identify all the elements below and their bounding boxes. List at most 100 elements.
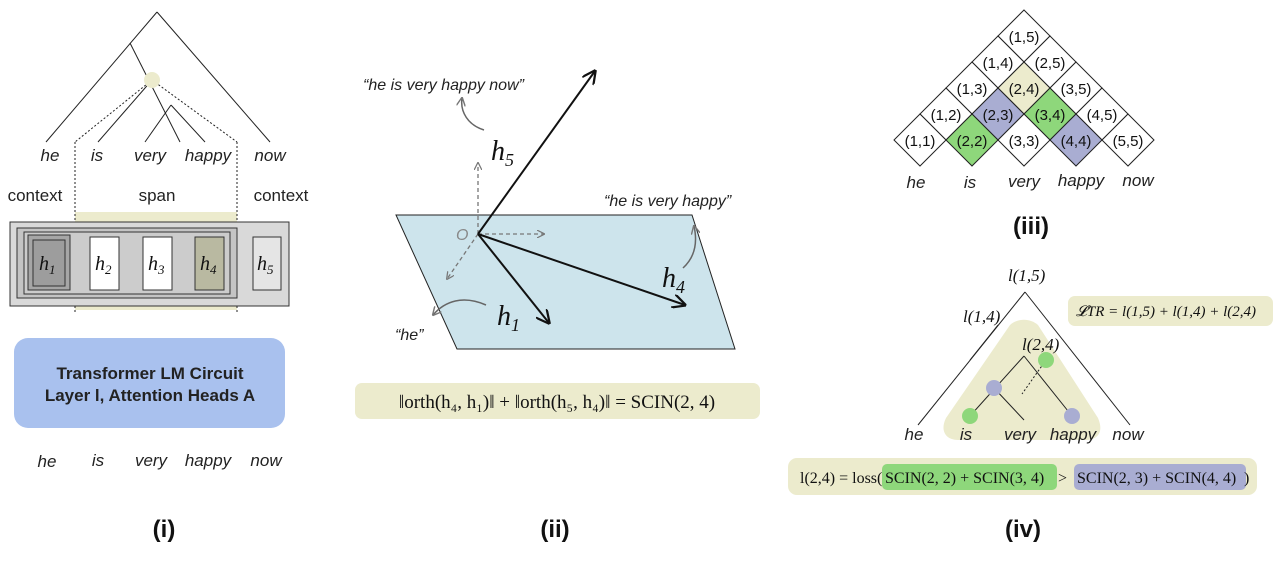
equation-purple: SCIN(2, 3) + SCIN(4, 4)	[1077, 470, 1236, 487]
equation-close: )	[1244, 470, 1249, 487]
word-now: now	[254, 146, 287, 165]
state-h1: h1	[39, 253, 56, 277]
quote-h1: “he”	[395, 327, 424, 344]
cell-label-4-5: (4,5)	[1087, 107, 1118, 124]
span-label: span	[139, 186, 176, 205]
panel-iii: (1,5) (1,4) (2,5) (1,3) (2,4) (3,5) (1,2…	[893, 9, 1155, 240]
chart-word-happy: happy	[1058, 171, 1106, 190]
panel-i: he is very happy now context span contex…	[8, 11, 309, 543]
bottom-word-now: now	[250, 451, 283, 470]
cell-label-4-4: (4,4)	[1061, 133, 1092, 150]
cell-label-2-2: (2,2)	[957, 133, 988, 150]
state-h2: h2	[95, 253, 112, 277]
node-4-4	[1064, 408, 1080, 424]
span-node	[144, 72, 160, 88]
tree-word-happy: happy	[1050, 425, 1098, 444]
tree-word-is: is	[960, 425, 973, 444]
chart-word-very: very	[1008, 172, 1042, 191]
node-3-4	[1038, 352, 1054, 368]
dashed-axes	[447, 163, 544, 279]
state-cell-h3	[142, 236, 173, 291]
cell-4-4	[1049, 113, 1103, 167]
formula-box	[355, 383, 760, 419]
state-cell-h2	[89, 236, 120, 291]
highlighted-subtree	[943, 319, 1101, 440]
quote-h4: “he is very happy”	[604, 193, 732, 210]
cell-2-2	[945, 113, 999, 167]
tree-word-he: he	[905, 425, 924, 444]
equation-green: SCIN(2, 2) + SCIN(3, 4)	[885, 470, 1044, 487]
label-l-1-5: l(1,5)	[1008, 266, 1046, 285]
label-l-2-4: l(2,4)	[1022, 335, 1060, 354]
tree-word-now: now	[1112, 425, 1145, 444]
projection-plane	[395, 214, 736, 350]
cell-label-2-4: (2,4)	[1009, 81, 1040, 98]
transformer-box	[14, 338, 285, 428]
cell-1-1	[893, 113, 947, 167]
cell-label-1-2: (1,2)	[931, 107, 962, 124]
bottom-word-very: very	[135, 451, 169, 470]
vector-h5-label: h5	[491, 136, 514, 170]
cell-label-3-4: (3,4)	[1035, 107, 1066, 124]
vector-h4	[477, 233, 685, 305]
equation-lhs: l(2,4) = loss(	[800, 470, 882, 487]
vector-h1-label: h1	[497, 301, 520, 335]
state-cell-h5	[252, 236, 282, 291]
cell-5-5	[1101, 113, 1155, 167]
tree-nodes	[962, 352, 1080, 424]
panel-ii-label: (ii)	[540, 516, 569, 543]
vector-h5	[477, 71, 595, 235]
chart-word-is: is	[964, 173, 977, 192]
bottom-word-he: he	[38, 452, 57, 471]
cell-label-3-5: (3,5)	[1061, 81, 1092, 98]
node-2-3	[986, 380, 1002, 396]
transformer-box-line1: Transformer LM Circuit	[56, 364, 243, 383]
word-happy: happy	[185, 146, 233, 165]
vector-h1	[477, 233, 549, 323]
cell-label-2-3: (2,3)	[983, 107, 1014, 124]
equation-green-highlight	[882, 464, 1057, 490]
word-very: very	[134, 146, 168, 165]
hidden-state-cells	[89, 236, 282, 291]
scin-formula: ‖orth(h₄, h₁)‖ + ‖orth(h₅, h₄)‖ = SCIN(2…	[399, 392, 715, 413]
panel-iv: l(1,5) l(1,4) l(2,4) 𝓛TR = l(1,5) + l(1,…	[788, 266, 1273, 543]
quote-h5: “he is very happy now”	[363, 77, 525, 94]
panel-iii-label: (iii)	[1013, 213, 1049, 240]
node-2-2	[962, 408, 978, 424]
word-is: is	[91, 146, 104, 165]
tree-word-very: very	[1004, 425, 1038, 444]
bottom-word-happy: happy	[185, 451, 233, 470]
loss-formula: 𝓛TR = l(1,5) + l(1,4) + l(2,4)	[1076, 304, 1256, 320]
state-h3: h3	[148, 253, 165, 277]
panel-ii: O “he is very happy now” “he is very hap…	[355, 71, 760, 543]
loss-box	[1068, 296, 1273, 326]
cell-label-2-5: (2,5)	[1035, 55, 1066, 72]
vectors	[477, 71, 685, 323]
word-he: he	[41, 146, 60, 165]
state-cell-h4	[194, 236, 225, 291]
cell-label-5-5: (5,5)	[1113, 133, 1144, 150]
cell-3-3	[997, 113, 1051, 167]
label-l-1-4: l(1,4)	[963, 307, 1001, 326]
span-chart	[893, 9, 1155, 167]
chart-word-now: now	[1122, 171, 1155, 190]
cell-label-3-3: (3,3)	[1009, 133, 1040, 150]
cell-label-1-4: (1,4)	[983, 55, 1014, 72]
panel-iv-label: (iv)	[1005, 516, 1041, 543]
cell-label-1-3: (1,3)	[957, 81, 988, 98]
callout-arrows	[433, 98, 696, 315]
chart-word-he: he	[907, 173, 926, 192]
equation-purple-highlight	[1074, 464, 1246, 490]
context-left-label: context	[8, 186, 63, 205]
state-h5: h5	[257, 253, 274, 277]
panel-i-label: (i)	[153, 516, 176, 543]
cell-label-1-1: (1,1)	[905, 133, 936, 150]
context-right-label: context	[254, 186, 309, 205]
cell-label-1-5: (1,5)	[1009, 29, 1040, 46]
bottom-word-is: is	[92, 451, 105, 470]
state-h4: h4	[200, 253, 217, 277]
equation-gt: >	[1058, 470, 1067, 487]
vector-h4-label: h4	[662, 263, 685, 297]
transformer-box-line2: Layer l, Attention Heads A	[45, 386, 255, 405]
